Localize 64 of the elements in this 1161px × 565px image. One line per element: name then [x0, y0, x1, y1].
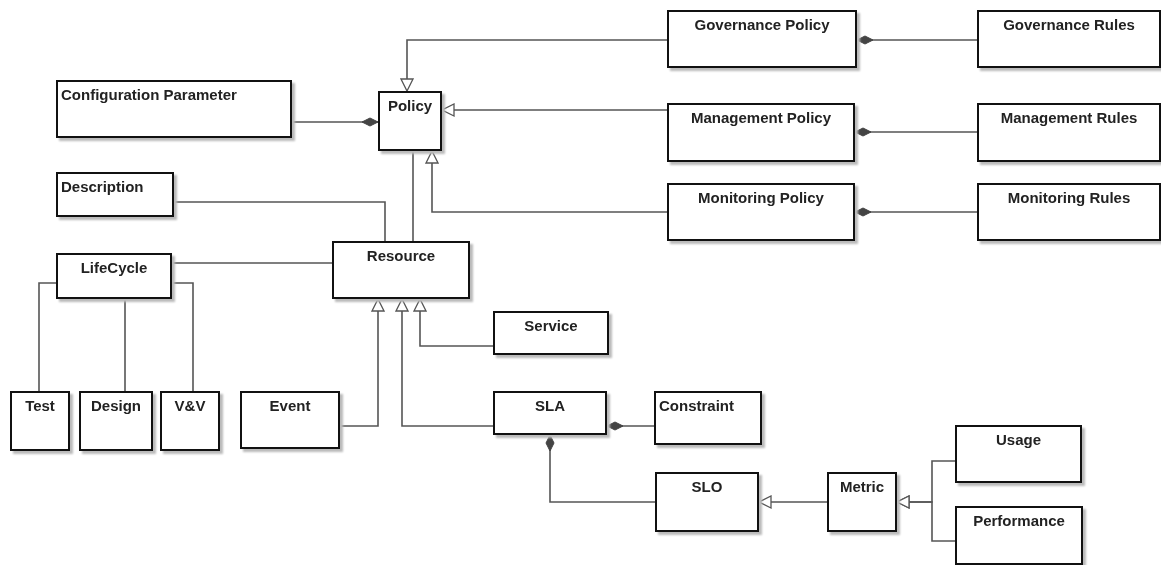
connector [38, 282, 57, 392]
class-box [332, 241, 470, 299]
class-box [79, 391, 153, 451]
class-box [493, 391, 607, 435]
class-box [667, 10, 857, 68]
class-name: Monitoring Rules [1007, 189, 1131, 207]
class-name: Management Rules [1000, 109, 1138, 127]
class-name: Metric [839, 478, 885, 496]
class-box [493, 311, 609, 355]
class-box [10, 391, 70, 451]
class-box [955, 425, 1082, 483]
connector [413, 298, 494, 347]
class-name: Test [25, 397, 55, 415]
connector [854, 127, 978, 137]
class-name: SLA [535, 397, 565, 415]
class-name: Governance Rules [1003, 16, 1135, 34]
connector [339, 298, 385, 427]
connector [124, 298, 126, 392]
connector [545, 434, 656, 503]
class-name: Performance [973, 512, 1065, 530]
class-name: V&V [174, 397, 206, 415]
class-name: Event [269, 397, 311, 415]
class-box [977, 103, 1161, 162]
class-name: Resource [366, 247, 436, 265]
class-name: Design [91, 397, 141, 415]
connector [425, 150, 668, 213]
connector [173, 201, 386, 242]
class-name: Service [524, 317, 578, 335]
class-name: Usage [996, 431, 1041, 449]
class-box [56, 253, 172, 299]
connector [854, 207, 978, 217]
class-box [827, 472, 897, 532]
class-box [378, 91, 442, 151]
class-name: Policy [387, 97, 433, 115]
connector [395, 298, 494, 427]
connector [856, 35, 978, 45]
connector [758, 495, 828, 509]
connector [441, 103, 668, 117]
connector [291, 117, 379, 127]
class-name: SLO [691, 478, 723, 496]
class-name: Configuration Parameter [61, 86, 237, 104]
class-box [977, 10, 1161, 68]
class-box [56, 172, 174, 217]
class-name: LifeCycle [80, 259, 148, 277]
connector [171, 282, 194, 392]
class-name: Description [61, 178, 144, 196]
class-box [654, 391, 762, 445]
class-box [667, 103, 855, 162]
class-name: Constraint [659, 397, 734, 415]
class-box [977, 183, 1161, 241]
class-box [667, 183, 855, 241]
class-name: Monitoring Policy [698, 189, 824, 207]
class-name: Governance Policy [694, 16, 830, 34]
class-box [655, 472, 759, 532]
class-box [240, 391, 340, 449]
connector [412, 150, 414, 242]
class-box [160, 391, 220, 451]
class-box [56, 80, 292, 138]
connector [606, 421, 655, 431]
class-name: Management Policy [690, 109, 831, 127]
connector [171, 262, 333, 264]
class-box [955, 506, 1083, 565]
connector [896, 495, 956, 542]
connector [400, 39, 668, 92]
